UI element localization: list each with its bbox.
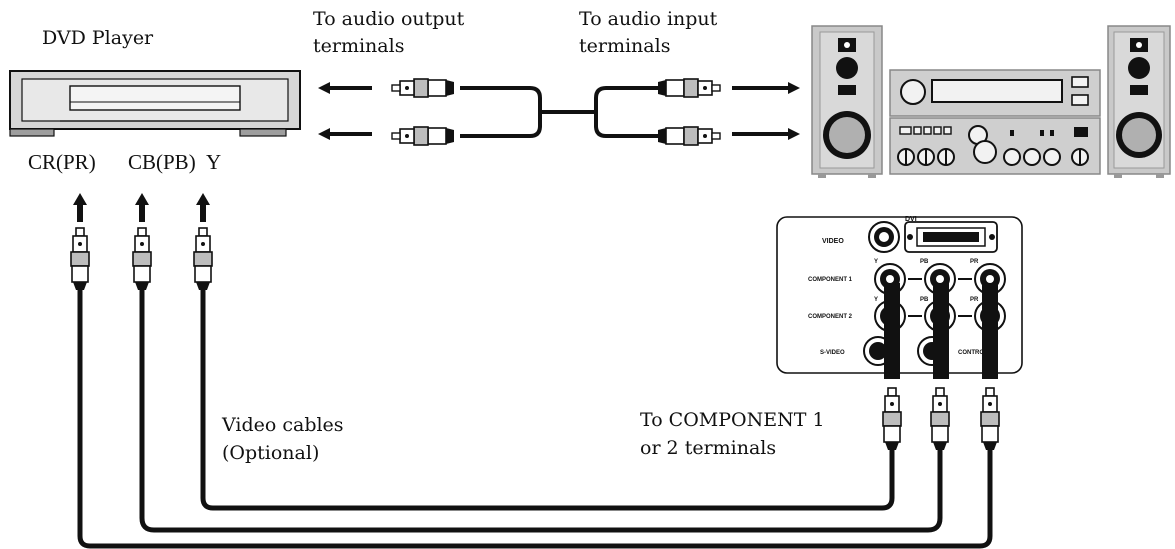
audio-arrow-left-top — [318, 82, 372, 94]
panel-label-pr1: PR — [970, 259, 979, 265]
audio-arrow-left-bottom — [318, 128, 372, 140]
speaker-left — [811, 25, 883, 178]
dvd-player-label: DVD Player — [42, 27, 154, 49]
panel-label-dvi: DVI — [905, 216, 917, 223]
component-cable-pr — [982, 283, 998, 379]
audio-plug-right-bottom — [657, 126, 721, 146]
panel-label-component1: COMPONENT 1 — [808, 277, 853, 283]
audio-input-label-line1: To audio input — [579, 8, 718, 30]
video-plug-dvd-cb — [132, 227, 152, 291]
audio-plug-right-top — [657, 78, 721, 98]
video-cable-y — [200, 288, 895, 511]
to-component-label-line2: or 2 terminals — [640, 437, 777, 459]
panel-label-y2: Y — [874, 297, 878, 303]
component-cable-y — [884, 283, 900, 379]
panel-label-y1: Y — [874, 259, 878, 265]
projector-panel: VIDEO DVI COMPONENT 1 Y PB PR COMPONENT … — [776, 216, 1023, 379]
video-plug-projector-pr — [980, 387, 1000, 451]
jack-label-y: Y — [206, 150, 222, 174]
dvd-player — [9, 70, 301, 137]
audio-cable — [460, 86, 660, 138]
audio-output-label-line2: terminals — [313, 35, 405, 57]
audio-input-label-line2: terminals — [579, 35, 671, 57]
audio-arrow-right-bottom — [732, 128, 800, 140]
to-component-label-line1: To COMPONENT 1 — [640, 409, 825, 431]
dvi-port — [904, 221, 998, 253]
panel-label-pb1: PB — [920, 259, 929, 265]
jack-label-cr: CR(PR) — [28, 150, 96, 174]
audio-output-label-line1: To audio output — [313, 8, 465, 30]
speaker-right — [1107, 25, 1171, 178]
video-cable-cb — [139, 288, 943, 533]
panel-label-video: VIDEO — [822, 238, 844, 245]
video-arrow-cb — [135, 193, 149, 222]
video-plug-projector-pb — [930, 387, 950, 451]
jack-label-cb: CB(PB) — [128, 150, 196, 174]
audio-plug-left-bottom — [392, 127, 454, 145]
video-arrow-cr — [73, 193, 87, 222]
stereo-tuner — [889, 69, 1101, 117]
panel-label-control: CONTROL — [958, 350, 988, 356]
stereo-amplifier — [889, 117, 1101, 175]
panel-label-pb2: PB — [920, 297, 929, 303]
video-plug-dvd-cr — [70, 227, 90, 291]
audio-arrow-right-top — [732, 82, 800, 94]
panel-label-svideo: S-VIDEO — [820, 350, 845, 356]
component-cable-pb — [933, 283, 949, 379]
panel-label-component2: COMPONENT 2 — [808, 314, 853, 320]
video-plug-dvd-y — [193, 227, 213, 291]
video-cables-label-line1: Video cables — [222, 414, 344, 436]
video-arrow-y — [196, 193, 210, 222]
video-cables-label-line2: (Optional) — [222, 442, 320, 464]
panel-label-pr2: PR — [970, 297, 979, 303]
video-cable-cr — [77, 288, 993, 549]
video-jack — [868, 221, 900, 253]
video-plug-projector-y — [882, 387, 902, 451]
audio-plug-left-top — [392, 79, 454, 97]
